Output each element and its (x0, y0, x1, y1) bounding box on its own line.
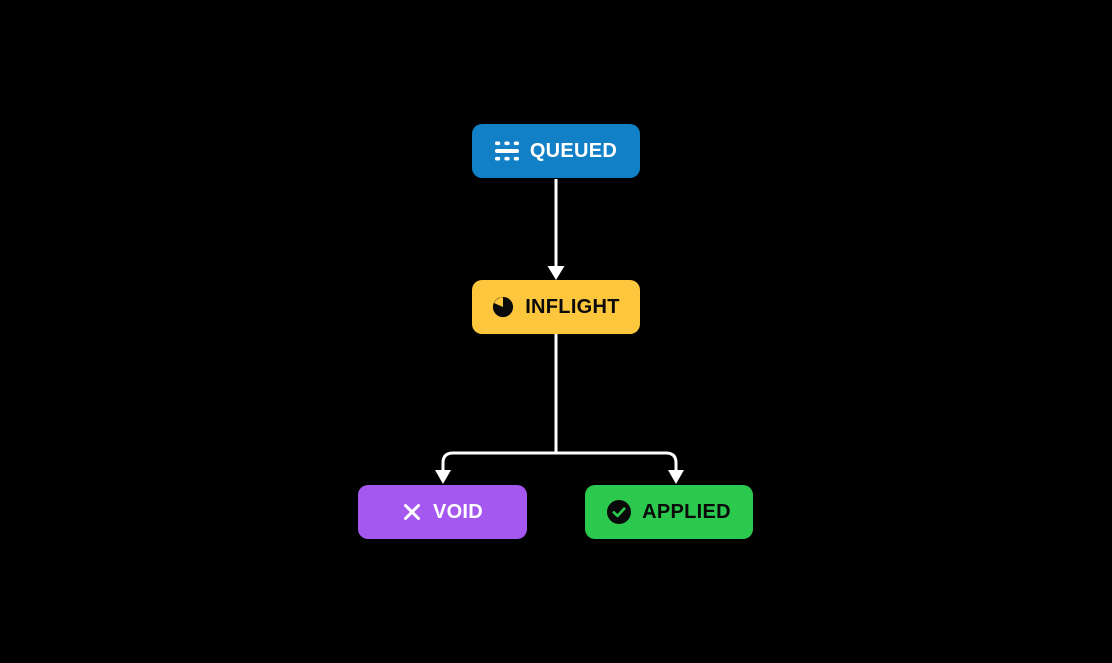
node-label-queued: QUEUED (529, 139, 618, 162)
queue-icon (494, 141, 519, 161)
x-icon (402, 502, 422, 522)
node-queued[interactable]: QUEUED (472, 124, 640, 178)
node-applied[interactable]: APPLIED (585, 485, 753, 539)
edge-inflight-void (435, 451, 556, 484)
node-void[interactable]: VOID (358, 485, 527, 539)
node-label-inflight: INFLIGHT (525, 295, 620, 318)
edge-inflight-applied (556, 451, 684, 484)
check-circle-icon (607, 500, 632, 524)
node-inflight[interactable]: INFLIGHT (472, 280, 640, 334)
edge-queued-inflight (547, 179, 565, 280)
node-label-applied: APPLIED (642, 500, 731, 523)
timer-pie-icon (492, 296, 514, 318)
node-label-void: VOID (432, 500, 484, 523)
